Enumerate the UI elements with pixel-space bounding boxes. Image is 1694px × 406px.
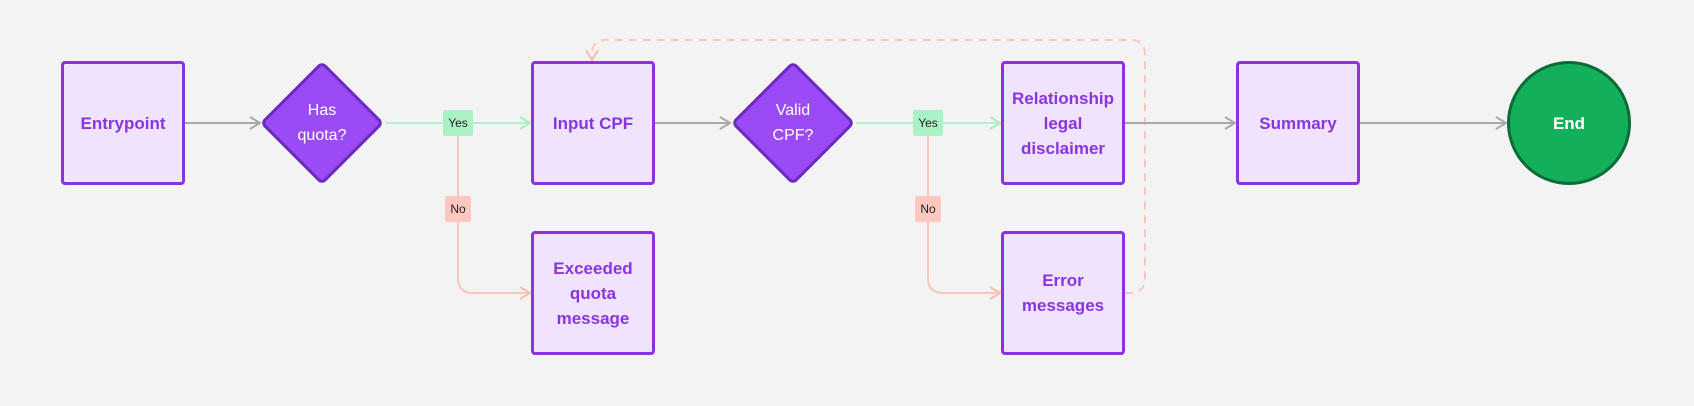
edge-valid-cpf-no — [927, 123, 1002, 300]
node-has-quota[interactable]: Has quota? — [259, 60, 385, 186]
edge-label-quota-no: No — [445, 196, 471, 222]
node-relationship-legal-disclaimer[interactable]: Relationship legal disclaimer — [1001, 61, 1125, 185]
edge-label-quota-yes: Yes — [443, 110, 473, 136]
node-valid-cpf[interactable]: Valid CPF? — [730, 60, 856, 186]
node-valid-cpf-label: Valid CPF? — [772, 102, 814, 144]
edge-label-cpf-yes: Yes — [913, 110, 943, 136]
node-exceeded-quota-message[interactable]: Exceeded quota message — [531, 231, 655, 355]
node-summary[interactable]: Summary — [1236, 61, 1360, 185]
node-end[interactable]: End — [1507, 61, 1631, 185]
edge-has-quota-no — [457, 123, 532, 300]
edge-error-messages-loop-back — [585, 39, 1146, 294]
edge-label-cpf-no: No — [915, 196, 941, 222]
node-entrypoint[interactable]: Entrypoint — [61, 61, 185, 185]
node-error-messages[interactable]: Error messages — [1001, 231, 1125, 355]
node-has-quota-label: Has quota? — [297, 102, 347, 144]
node-input-cpf[interactable]: Input CPF — [531, 61, 655, 185]
